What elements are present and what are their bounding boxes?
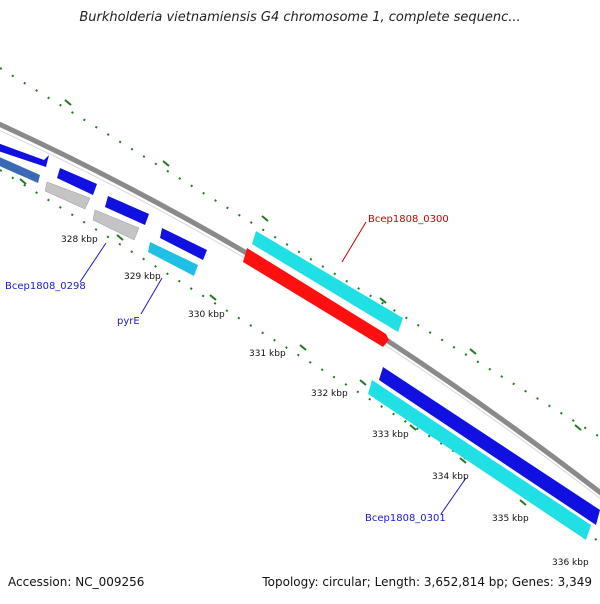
tick-label: 334 kbp: [432, 472, 469, 482]
connector-bcep0298: [79, 242, 107, 283]
accession-text: Accession: NC_009256: [8, 575, 145, 589]
tick-label: 329 kbp: [124, 272, 161, 282]
tick-label: 335 kbp: [492, 514, 529, 524]
feature-bcep0301-cds[interactable]: [379, 367, 600, 525]
sequence-summary: Topology: circular; Length: 3,652,814 bp…: [262, 575, 592, 589]
feature-gene-gray-2[interactable]: [92, 209, 140, 241]
connector-pyrE: [140, 277, 163, 315]
major-tick-marks: [19, 99, 582, 506]
feature-bcep0297-arrow[interactable]: [0, 142, 49, 167]
feature-bcep0301-gene[interactable]: [368, 380, 591, 540]
connector-bcep0300: [341, 221, 367, 263]
gene-label-bcep0300[interactable]: Bcep1808_0300: [368, 214, 449, 225]
feature-bcep0298-cds[interactable]: [44, 181, 91, 210]
feature-pyrE-cds[interactable]: [148, 242, 198, 276]
gene-label-pyrE[interactable]: pyrE: [117, 316, 140, 327]
feature-gene-upper-1[interactable]: [57, 168, 97, 195]
tick-label: 328 kbp: [61, 235, 98, 245]
tick-label: 333 kbp: [372, 430, 409, 440]
gene-label-bcep0301[interactable]: Bcep1808_0301: [365, 513, 446, 524]
connector-bcep0301: [440, 477, 467, 515]
feature-bcep0300-cds[interactable]: [243, 248, 389, 347]
tick-label: 332 kbp: [311, 389, 348, 399]
chromosome-backbone: [0, 121, 600, 496]
gene-label-bcep0298[interactable]: Bcep1808_0298: [5, 281, 86, 292]
tick-label: 330 kbp: [188, 310, 225, 320]
feature-gene-upper-2[interactable]: [105, 196, 149, 225]
outer-tick-ring: [0, 67, 600, 438]
feature-gene-upper-3[interactable]: [160, 228, 207, 260]
feature-bcep0300-gene[interactable]: [252, 231, 403, 332]
tick-label: 331 kbp: [249, 349, 286, 359]
map-title: Burkholderia vietnamiensis G4 chromosome…: [79, 10, 521, 25]
feature-bcep0297-cds[interactable]: [0, 155, 40, 183]
tick-label: 336 kbp: [552, 558, 589, 568]
